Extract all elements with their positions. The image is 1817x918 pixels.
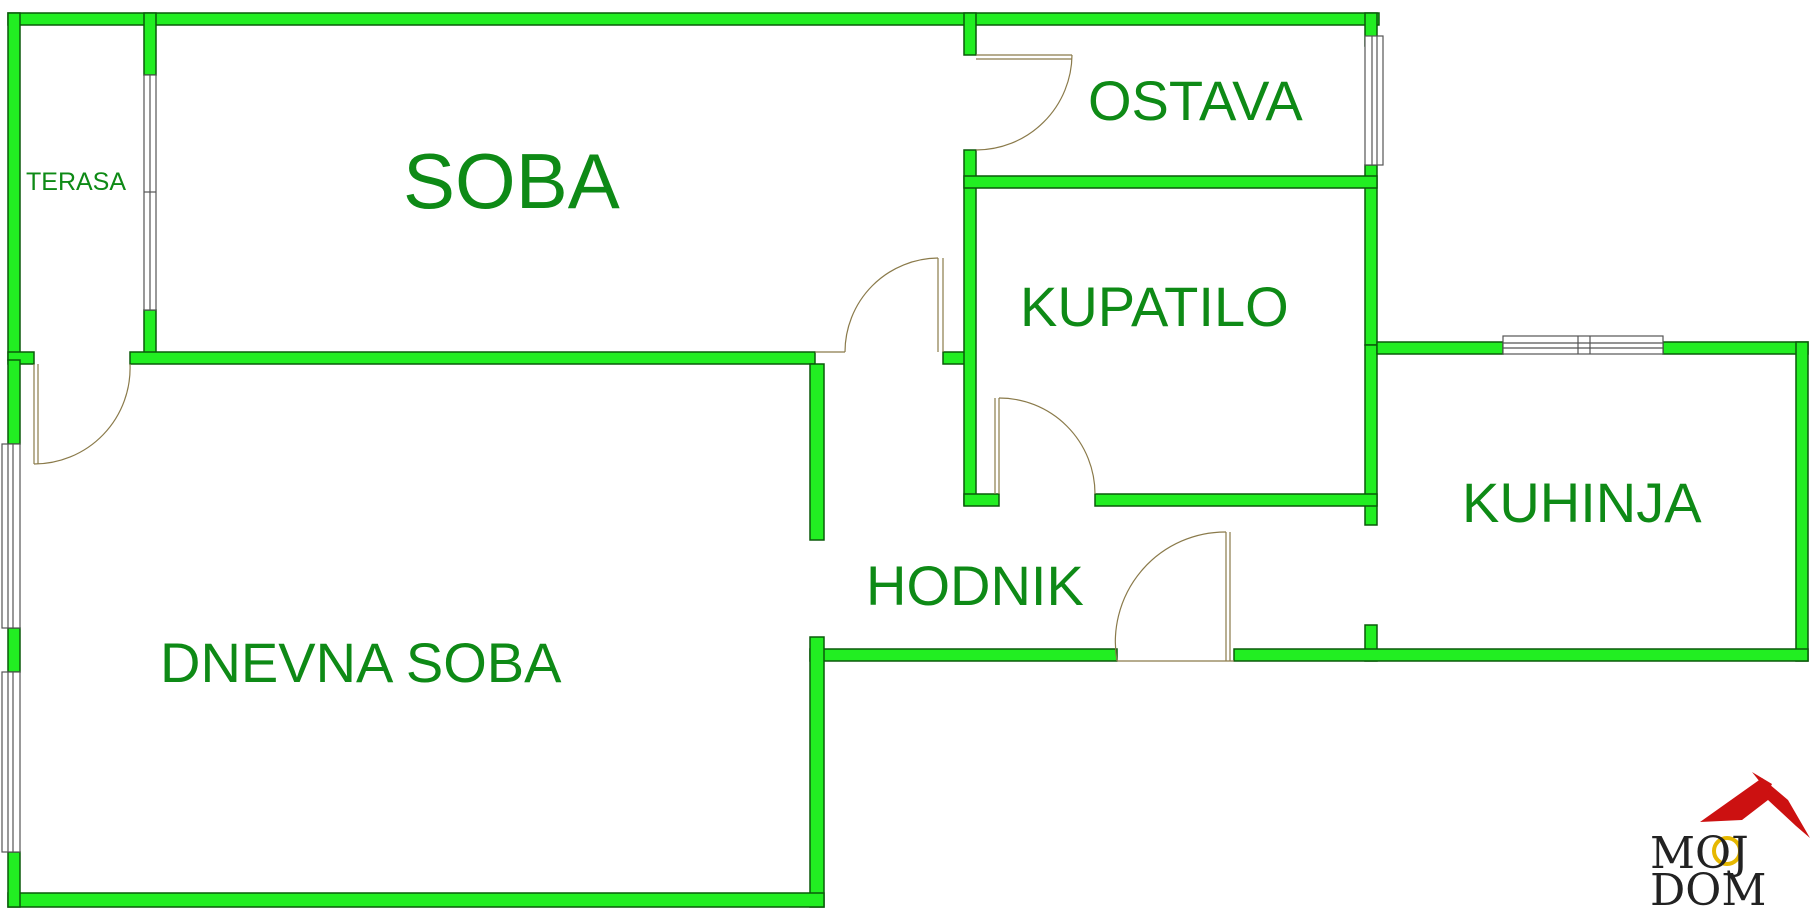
label-soba: SOBA bbox=[403, 137, 620, 225]
label-dnevna-soba: DNEVNA SOBA bbox=[160, 631, 562, 694]
window-ostava bbox=[1364, 35, 1384, 166]
wall-kuhinja-right bbox=[1795, 341, 1809, 662]
door-entrance bbox=[1114, 531, 1234, 662]
wall-kuhinja-top-left bbox=[1376, 341, 1504, 355]
logo-line-1: MOJ bbox=[1650, 828, 1749, 879]
window-dnevna-lower bbox=[1, 671, 21, 853]
wall-dnevna-right-lower bbox=[809, 636, 825, 908]
window-kuhinja bbox=[1502, 335, 1664, 355]
wall-kupatilo-right bbox=[1364, 344, 1378, 526]
moj-dom-logo: MOJ DOM bbox=[1650, 772, 1810, 916]
walls bbox=[7, 12, 1809, 908]
wall-bottom bbox=[7, 892, 825, 908]
label-terasa: TERASA bbox=[26, 168, 126, 196]
wall-left-dnevna-2 bbox=[7, 627, 21, 673]
wall-kupatilo-bottom bbox=[1094, 493, 1378, 507]
wall-hodnik-bottom-right bbox=[1233, 648, 1809, 662]
window-terasa-soba bbox=[143, 74, 157, 311]
wall-soba-ostava-top bbox=[963, 12, 977, 56]
wall-ostava-bottom bbox=[963, 175, 1378, 189]
wall-terasa-soba-top bbox=[143, 12, 157, 76]
wall-ostava-right-lower bbox=[1364, 164, 1378, 346]
wall-left-dnevna-1 bbox=[7, 359, 21, 445]
wall-kupatilo-bottom-left bbox=[963, 493, 1000, 507]
label-ostava: OSTAVA bbox=[1088, 69, 1303, 132]
logo-roof-accent-icon bbox=[1752, 772, 1772, 792]
wall-soba-kupatilo bbox=[963, 149, 977, 506]
wall-left-terasa bbox=[7, 12, 21, 361]
logo-line-2: DOM bbox=[1650, 865, 1766, 916]
wall-dnevna-right-upper bbox=[809, 363, 825, 541]
wall-soba-bottom bbox=[129, 351, 816, 365]
logo-ring-icon bbox=[1712, 836, 1742, 866]
doors bbox=[33, 54, 1234, 662]
label-kuhinja: KUHINJA bbox=[1462, 471, 1702, 534]
door-ostava bbox=[975, 54, 1073, 151]
wall-kuhinja-top-right bbox=[1662, 341, 1809, 355]
label-hodnik: HODNIK bbox=[866, 554, 1084, 617]
door-soba bbox=[815, 257, 944, 353]
wall-left-dnevna-3 bbox=[7, 851, 21, 908]
door-kupatilo bbox=[994, 397, 1096, 495]
wall-hodnik-bottom-left bbox=[809, 648, 1118, 662]
window-dnevna-upper bbox=[1, 443, 21, 629]
windows bbox=[1, 35, 1664, 853]
door-terasa bbox=[33, 363, 131, 465]
wall-top bbox=[7, 12, 1380, 26]
label-kupatilo: KUPATILO bbox=[1020, 275, 1289, 338]
logo-roof-icon bbox=[1700, 778, 1810, 838]
